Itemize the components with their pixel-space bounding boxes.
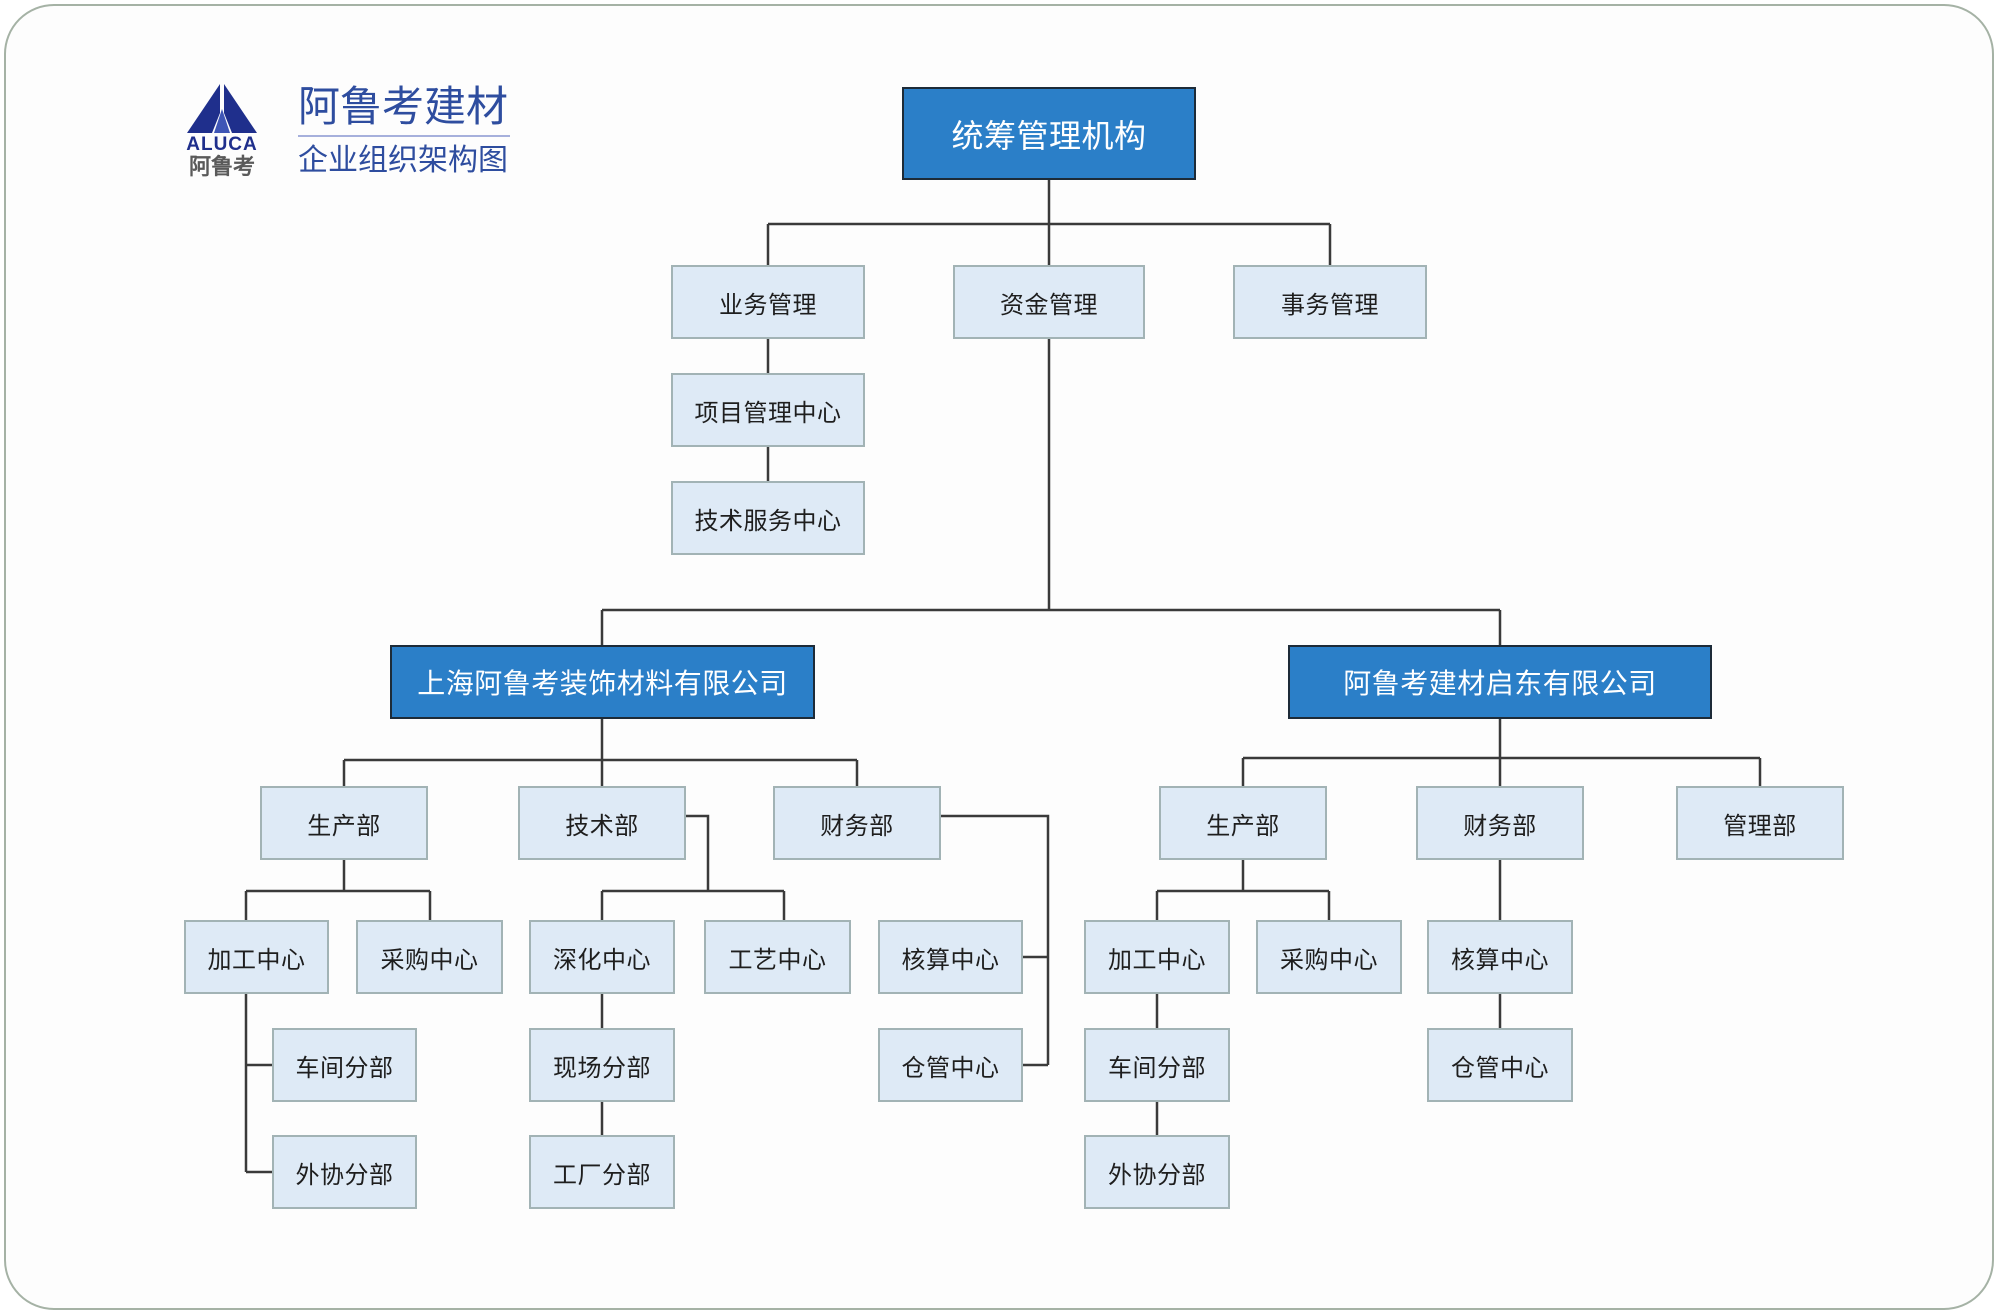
org-node-qidong-production-dept: 生产部: [1159, 786, 1327, 860]
org-node-shanghai-site-branch: 现场分部: [529, 1028, 675, 1102]
org-node-company-qidong: 阿鲁考建材启东有限公司: [1288, 645, 1712, 719]
org-node-qidong-purchasing-center: 采购中心: [1256, 920, 1402, 994]
org-node-qidong-finance-dept: 财务部: [1416, 786, 1584, 860]
org-node-shanghai-workshop-branch: 车间分部: [272, 1028, 417, 1102]
page-subtitle: 企业组织架构图: [298, 144, 508, 177]
org-node-business-management: 业务管理: [671, 265, 865, 339]
org-node-affairs-management: 事务管理: [1233, 265, 1427, 339]
org-node-qidong-accounting-center: 核算中心: [1427, 920, 1573, 994]
connector-root-to-divisions: [766, 180, 1332, 265]
org-node-shanghai-deepening-center: 深化中心: [529, 920, 675, 994]
org-node-qidong-management-dept: 管理部: [1676, 786, 1844, 860]
connector-shanghai-departments: [342, 719, 859, 786]
org-node-root: 统筹管理机构: [902, 87, 1196, 180]
org-node-shanghai-purchasing-center: 采购中心: [356, 920, 503, 994]
logo-cn-mark: 阿鲁考: [188, 154, 255, 179]
org-node-shanghai-factory-branch: 工厂分部: [529, 1135, 675, 1209]
org-node-qidong-workshop-branch: 车间分部: [1084, 1028, 1230, 1102]
org-node-qidong-processing-center: 加工中心: [1084, 920, 1230, 994]
page-title: 阿鲁考建材: [298, 83, 509, 130]
connector-shanghai-processing-branches: [244, 994, 272, 1174]
org-node-shanghai-processing-center: 加工中心: [184, 920, 329, 994]
org-node-shanghai-craft-center: 工艺中心: [704, 920, 851, 994]
org-node-qidong-warehouse-center: 仓管中心: [1427, 1028, 1573, 1102]
connector-shanghai-finance-centers: [941, 814, 1050, 1067]
org-node-qidong-outsourcing-branch: 外协分部: [1084, 1135, 1230, 1209]
connector-qidong-production-centers: [1155, 860, 1331, 920]
org-node-technical-service-center: 技术服务中心: [671, 481, 865, 555]
logo-wordmark: ALUCA: [186, 134, 258, 155]
company-logo: ALUCA 阿鲁考: [182, 83, 262, 179]
org-node-shanghai-warehouse-center: 仓管中心: [878, 1028, 1023, 1102]
connector-shanghai-production-centers: [244, 860, 432, 920]
title-divider: [298, 135, 510, 137]
org-node-company-shanghai: 上海阿鲁考装饰材料有限公司: [390, 645, 815, 719]
org-node-shanghai-technology-dept: 技术部: [518, 786, 686, 860]
connector-qidong-departments: [1241, 719, 1762, 786]
org-node-funds-management: 资金管理: [953, 265, 1145, 339]
aluca-triangle-logo-icon: [187, 84, 257, 133]
connector-shanghai-technology-centers: [600, 814, 786, 920]
org-node-shanghai-finance-dept: 财务部: [773, 786, 941, 860]
org-node-shanghai-accounting-center: 核算中心: [878, 920, 1023, 994]
org-node-shanghai-outsourcing-branch: 外协分部: [272, 1135, 417, 1209]
org-node-project-management-center: 项目管理中心: [671, 373, 865, 447]
connector-funds-to-companies: [600, 339, 1502, 645]
org-node-shanghai-production-dept: 生产部: [260, 786, 428, 860]
